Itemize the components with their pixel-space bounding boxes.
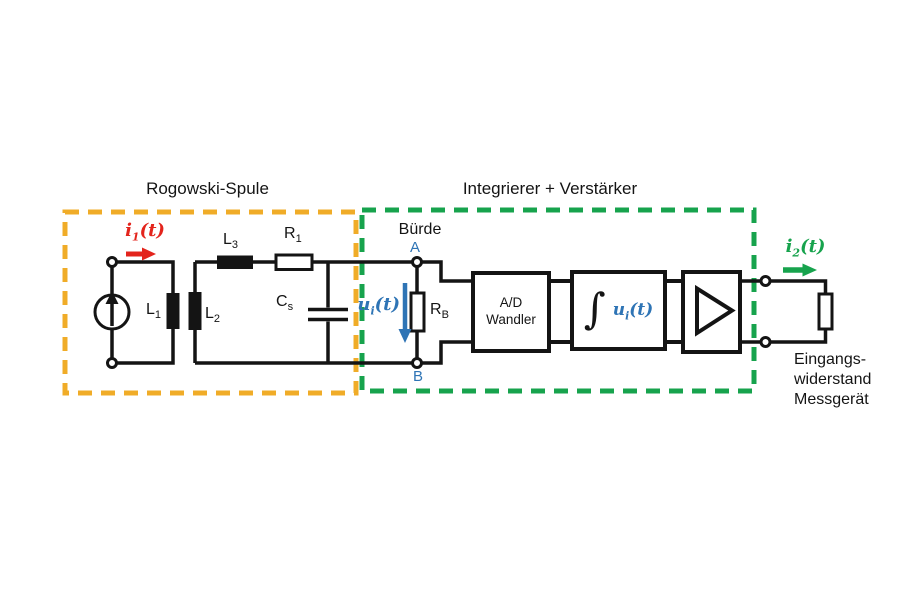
load-resistor (817, 292, 834, 331)
integral-icon: ∫ (583, 283, 606, 333)
integrator-block (570, 270, 667, 351)
current-i1-label: i1(t) (125, 220, 165, 244)
terminal-node-b (411, 357, 423, 369)
rogowski-section-title: Rogowski-Spule (146, 179, 269, 198)
i2-direction-arrow-icon (783, 263, 817, 277)
resistor-R1 (274, 253, 314, 271)
burden-resistor-RB-label: RB (430, 301, 449, 322)
amplifier-triangle-icon (695, 284, 736, 337)
capacitor-Cs (308, 262, 348, 363)
inductor-L1 (166, 293, 180, 329)
rogowski-coil-box (62, 209, 359, 396)
secondary-loop (188, 253, 417, 365)
measuring-device-label: Eingangs- widerstand Messgerät (794, 351, 872, 408)
output-terminal-bottom (759, 336, 772, 348)
output-load (740, 279, 834, 344)
amplifier-block (681, 270, 742, 354)
node-b-label: B (412, 368, 423, 385)
source-terminal-bottom (106, 357, 118, 369)
node-a-label: A (409, 239, 420, 256)
capacitor-Cs-label: Cs (276, 293, 294, 314)
resistor-R1-label: R1 (284, 225, 302, 246)
integrator-block-label: ∫ ui(t) (583, 283, 654, 333)
adc-block-label: A/D Wandler (486, 295, 536, 327)
integrator-amplifier-box (359, 207, 757, 394)
wire-node-b-to-adc (417, 340, 473, 365)
source-terminal-top (106, 256, 118, 268)
output-terminal-top (759, 275, 772, 287)
inductor-L1-label: L1 (146, 301, 162, 322)
burden-title: Bürde (398, 221, 442, 238)
terminal-node-a (411, 256, 423, 268)
inductor-L3 (217, 255, 253, 269)
integrator-amplifier-section-title: Integrierer + Verstärker (462, 179, 638, 198)
burden-resistor-RB (409, 291, 426, 333)
burden-branch (398, 262, 426, 363)
current-i2-label: i2(t) (785, 236, 826, 260)
inductor-L3-label: L3 (223, 231, 239, 252)
wire-node-a-to-adc (417, 260, 473, 283)
adc-block (471, 271, 551, 353)
voltage-ui-label: ui(t) (357, 294, 400, 318)
primary-loop (93, 260, 180, 365)
inductor-L2 (188, 292, 202, 330)
inductor-L2-label: L2 (205, 305, 221, 326)
i1-direction-arrow-icon (126, 247, 156, 261)
